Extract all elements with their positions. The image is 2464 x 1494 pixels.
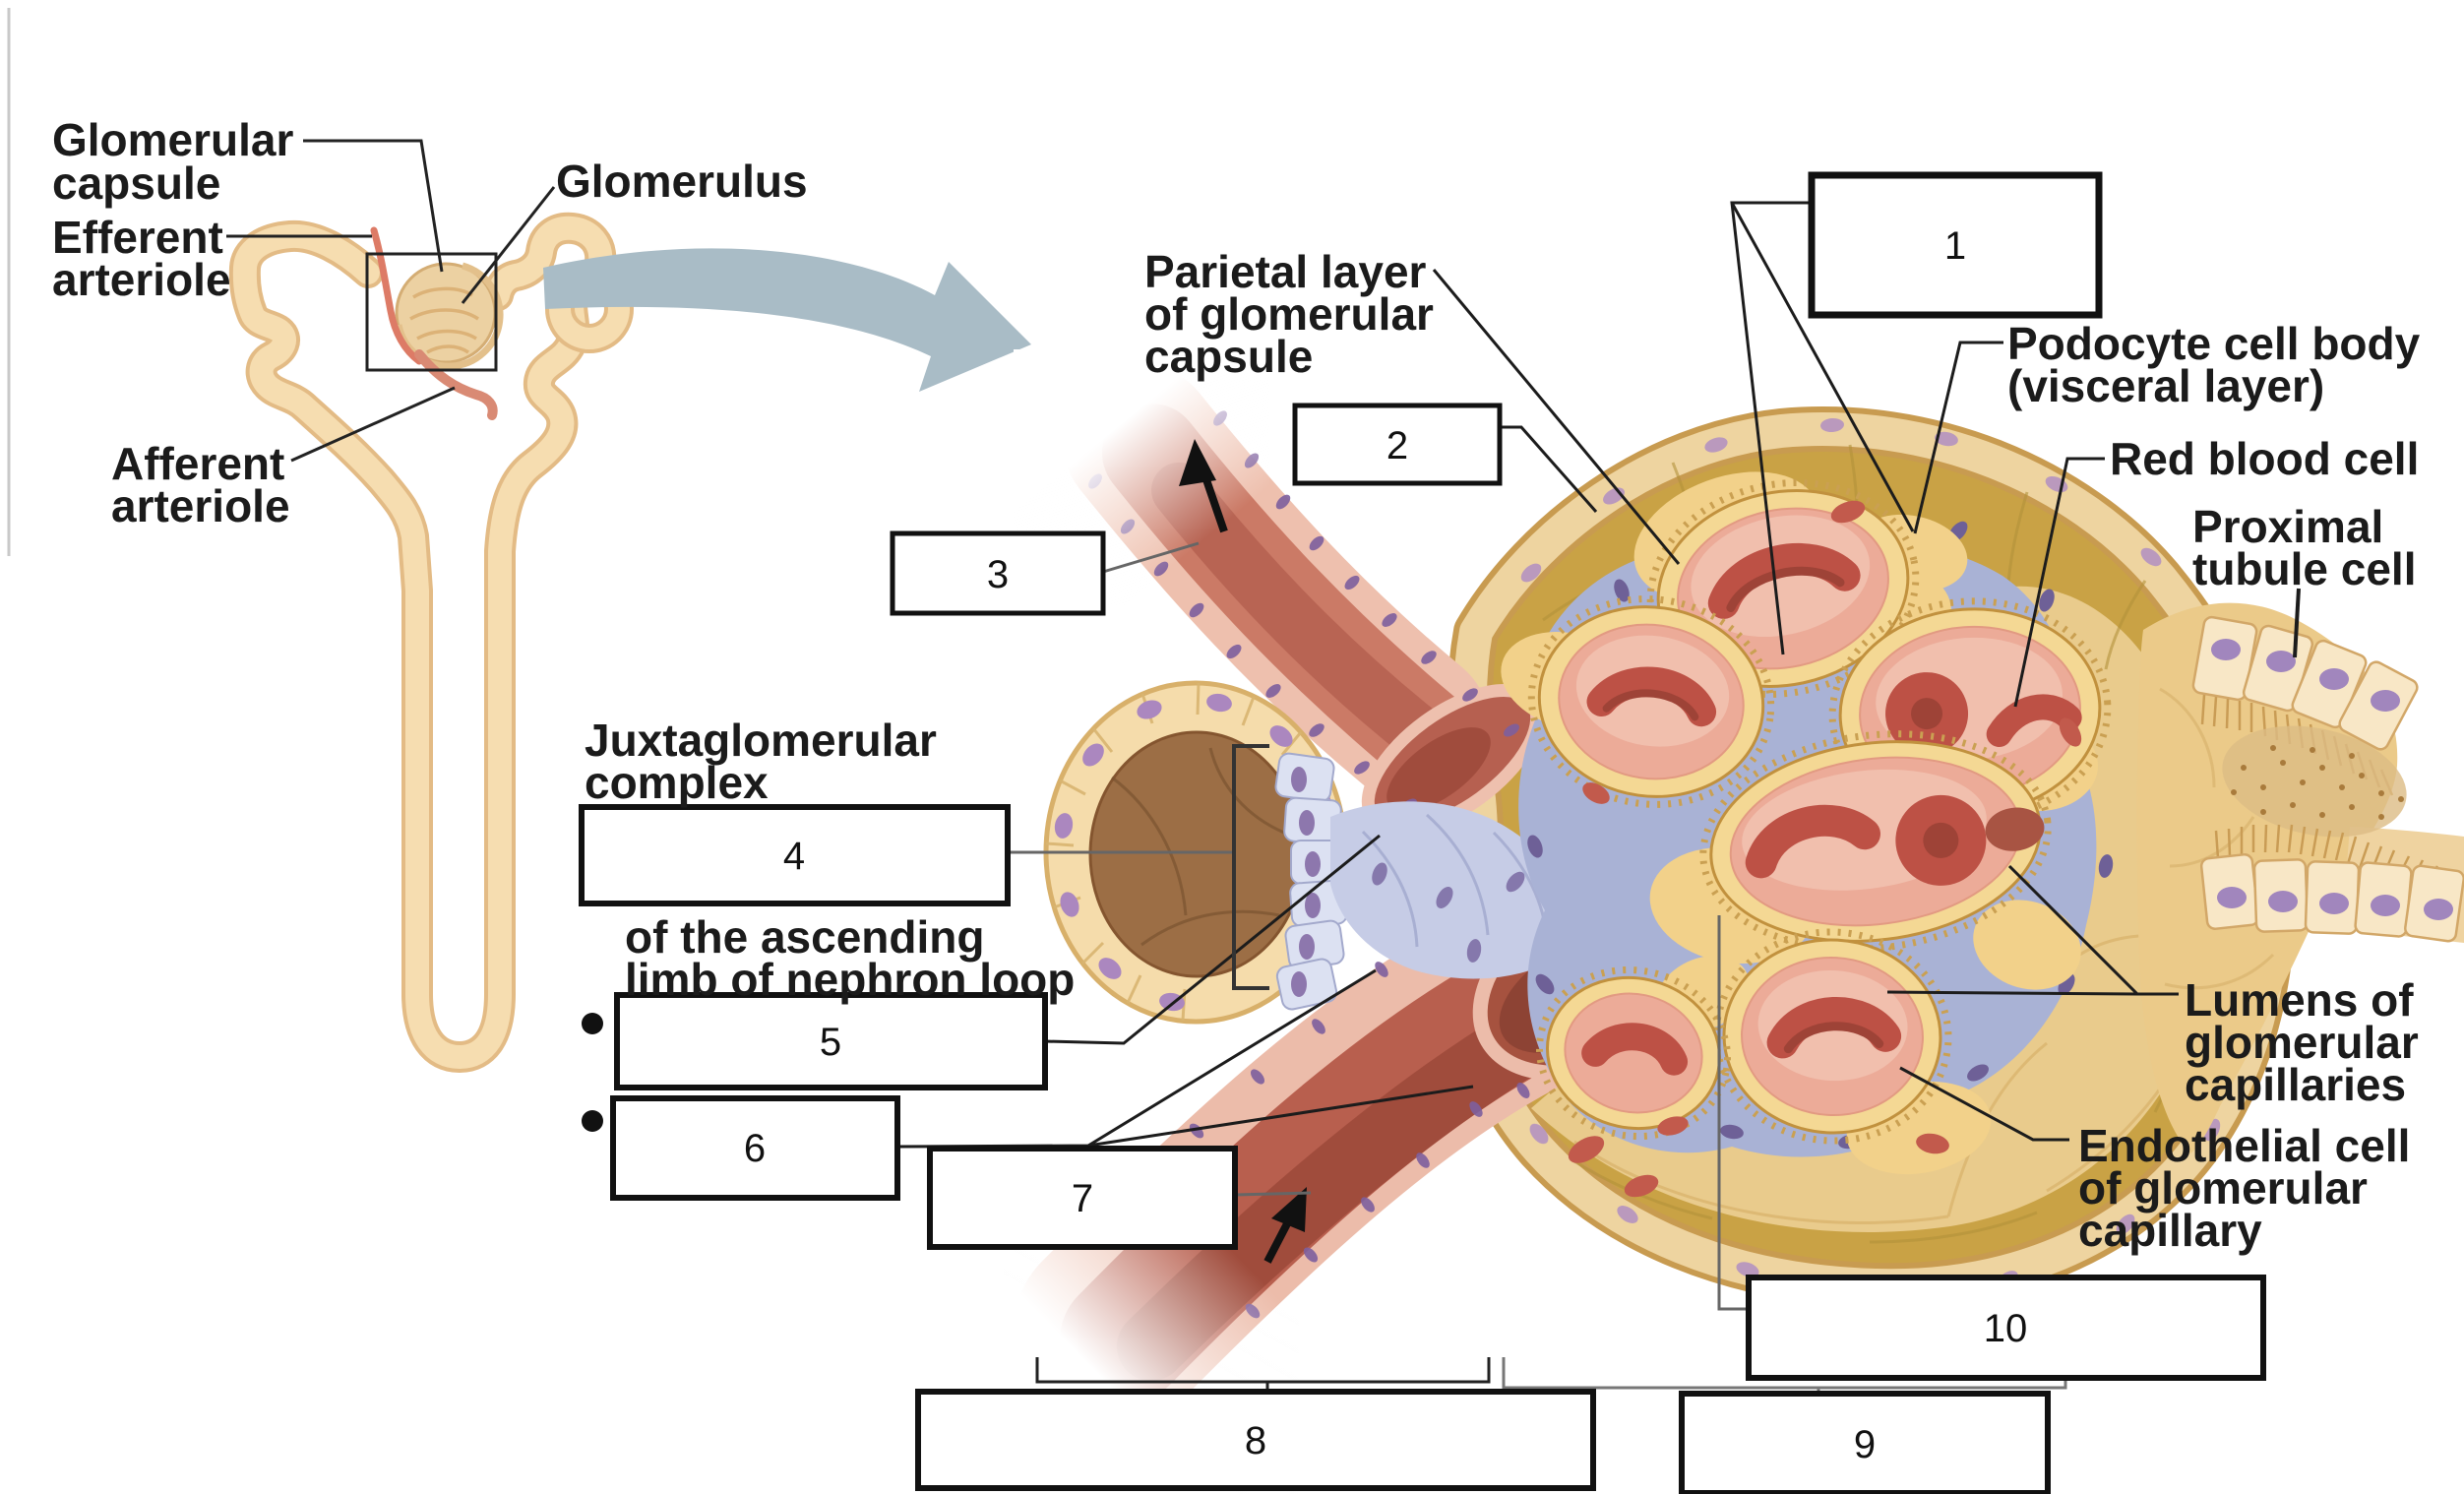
- svg-text:2: 2: [1386, 424, 1408, 467]
- svg-text:capsule: capsule: [52, 157, 220, 209]
- svg-text:of glomerular: of glomerular: [1144, 288, 1434, 340]
- svg-text:complex: complex: [585, 757, 769, 808]
- svg-text:1: 1: [1944, 224, 1966, 268]
- svg-text:Juxtaglomerular: Juxtaglomerular: [585, 715, 937, 766]
- svg-text:Afferent: Afferent: [111, 438, 284, 489]
- svg-text:Endothelial cell: Endothelial cell: [2078, 1120, 2410, 1171]
- svg-text:capillary: capillary: [2078, 1205, 2262, 1256]
- svg-text:Glomerulus: Glomerulus: [556, 156, 808, 207]
- svg-text:tubule cell: tubule cell: [2192, 543, 2416, 594]
- svg-text:8: 8: [1245, 1419, 1266, 1463]
- svg-text:arteriole: arteriole: [111, 480, 290, 531]
- svg-text:Efferent: Efferent: [52, 212, 223, 263]
- svg-text:Podocyte cell body: Podocyte cell body: [2007, 318, 2421, 369]
- svg-text:of the ascending: of the ascending: [625, 911, 984, 963]
- svg-text:10: 10: [1984, 1307, 2028, 1350]
- svg-text:3: 3: [987, 553, 1009, 596]
- svg-text:glomerular: glomerular: [2185, 1017, 2419, 1068]
- svg-text:5: 5: [820, 1021, 841, 1064]
- svg-text:4: 4: [783, 835, 805, 878]
- svg-text:Lumens of: Lumens of: [2185, 974, 2414, 1026]
- svg-text:Proximal: Proximal: [2192, 501, 2383, 552]
- svg-text:arteriole: arteriole: [52, 254, 231, 305]
- svg-text:6: 6: [744, 1127, 766, 1170]
- svg-text:limb of nephron loop: limb of nephron loop: [625, 954, 1075, 1005]
- svg-text:7: 7: [1072, 1177, 1093, 1220]
- svg-text:9: 9: [1854, 1423, 1876, 1466]
- svg-text:capsule: capsule: [1144, 331, 1313, 382]
- svg-text:capillaries: capillaries: [2185, 1059, 2406, 1110]
- svg-text:Parietal layer: Parietal layer: [1144, 246, 1427, 297]
- svg-text:of glomerular: of glomerular: [2078, 1162, 2368, 1214]
- svg-text:Glomerular: Glomerular: [52, 114, 294, 165]
- svg-text:Red blood cell: Red blood cell: [2110, 433, 2419, 484]
- svg-text:(visceral layer): (visceral layer): [2007, 360, 2324, 411]
